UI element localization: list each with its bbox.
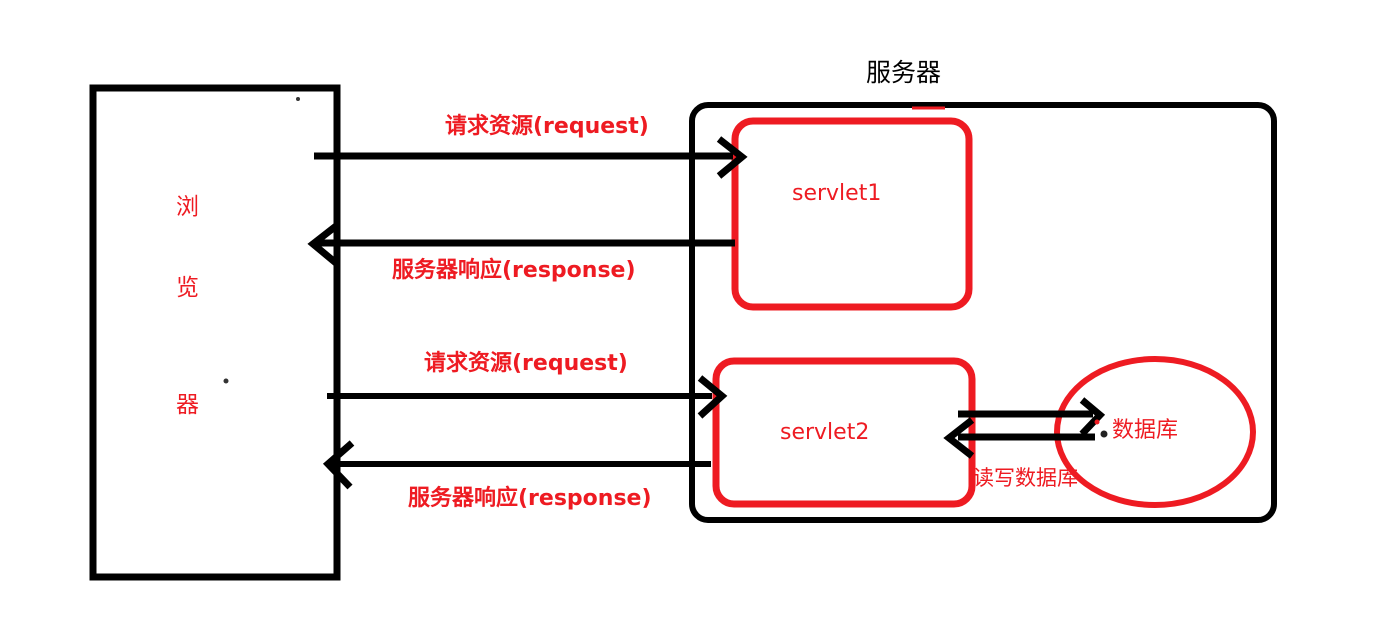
flow-label-request-2: 请求资源(request) (424, 351, 628, 376)
flow-label-db-readwrite: 读写数据库 (973, 466, 1078, 490)
stray-dot-db-1 (1100, 430, 1108, 438)
database-label: 数据库 (1112, 418, 1179, 443)
flow-arrow-request-1 (314, 136, 748, 179)
flow-label-response-2: 服务器响应(response) (408, 486, 652, 511)
stray-dot-1 (296, 97, 300, 101)
servlet1-box (731, 117, 973, 311)
servlet1-label: servlet1 (792, 181, 882, 206)
flow-arrow-db-read (943, 417, 1095, 459)
servlet2-label: servlet2 (780, 420, 870, 445)
flow-label-request-1: 请求资源(request) (445, 114, 649, 139)
flow-arrow-response-2 (322, 440, 711, 490)
flow-arrow-request-2 (327, 375, 728, 419)
browser-label-char-1: 浏 (176, 194, 199, 220)
stray-dot-2 (223, 378, 229, 384)
stray-dot-db-2 (1094, 419, 1100, 425)
flow-arrow-db-write (958, 397, 1106, 437)
servlet2-box (712, 357, 976, 508)
flow-label-response-1: 服务器响应(response) (392, 258, 636, 283)
browser-label-char-3: 器 (176, 392, 199, 418)
database-ellipse (1054, 356, 1256, 508)
server-title: 服务器 (866, 58, 942, 87)
browser-box (89, 84, 341, 581)
browser-label-char-2: 览 (176, 275, 199, 301)
server-box (689, 102, 1277, 523)
flow-arrow-response-1 (307, 223, 735, 266)
